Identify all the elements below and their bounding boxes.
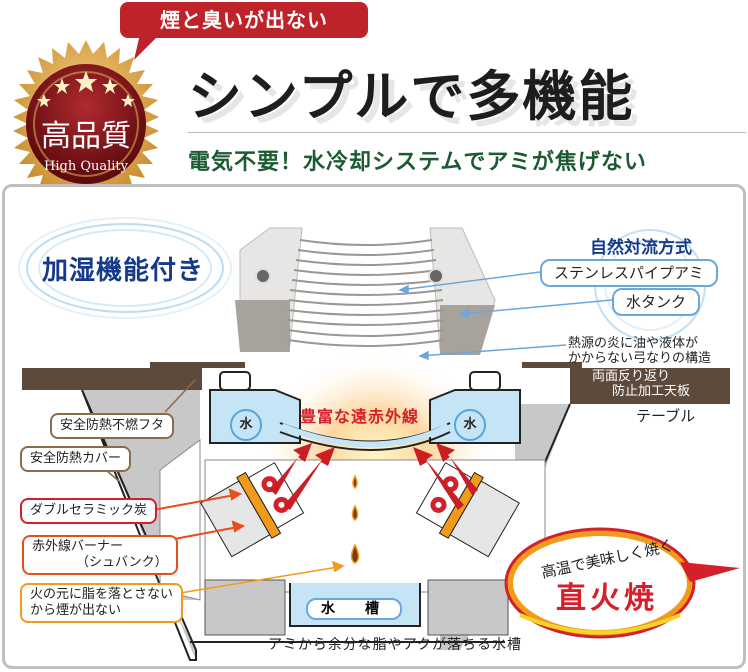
label-arch-line-2: かからない弓なりの構造 — [568, 351, 712, 366]
divider — [188, 132, 346, 133]
label-stainless-mesh: ステンレスパイプアミ — [540, 259, 718, 287]
callout-no-smoke: 煙と臭いが出ない — [120, 2, 368, 38]
svg-text:高品質: 高品質 — [41, 119, 131, 154]
fire-badge-title: 直火焼 — [556, 581, 658, 616]
label-table-top: 両面反り返り 防止加工天板 — [592, 369, 690, 399]
page-title: シンプルで多機能 — [188, 65, 635, 128]
label-ceramic-charcoal: ダブルセラミック炭 — [20, 498, 158, 524]
label-safety-cover: 安全防熱カバー — [20, 446, 132, 472]
label-water-trough: 水 槽 — [306, 598, 402, 620]
water-circulation-icon: 水 — [230, 409, 262, 441]
label-trough-caption: アミから余分な脂やアクが落ちる水槽 — [268, 637, 523, 653]
label-safety-lid: 安全防熱不燃フタ — [50, 413, 175, 439]
label-table: テーブル — [636, 407, 696, 425]
water-circulation-icon: 水 — [454, 409, 486, 441]
high-quality-badge: 高品質 High Quality — [13, 40, 159, 208]
callout-tail — [134, 34, 160, 60]
label-far-infrared: 豊富な遠赤外線 — [300, 407, 420, 426]
label-arch-line-1: 熱源の炎に油や液体が — [568, 336, 699, 351]
label-ir-burner: 赤外線バーナー （シュバンク） — [22, 535, 178, 575]
divider — [346, 132, 746, 133]
label-no-smoke: 火の元に脂を落とさない から煙が出ない — [20, 583, 184, 623]
label-water-tank: 水タンク — [612, 288, 701, 316]
feature-humidify: 加湿機能付き — [42, 256, 205, 286]
svg-text:High Quality: High Quality — [44, 159, 129, 174]
feature-convection: 自然対流方式 — [590, 238, 692, 258]
page-subtitle: 電気不要！水冷却システムでアミが焦げない — [188, 150, 647, 175]
